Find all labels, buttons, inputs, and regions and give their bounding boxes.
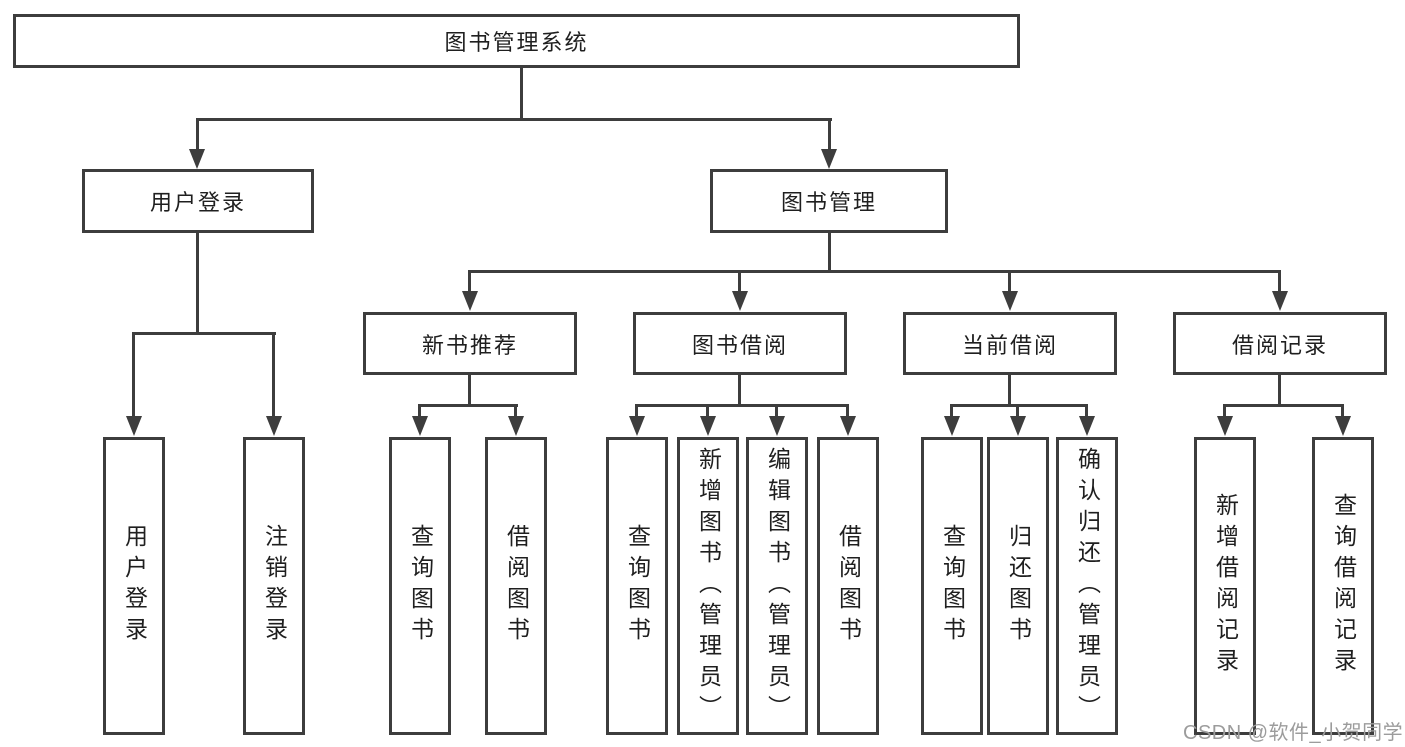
leaf-query-books-borrowing: 查询图书: [606, 437, 668, 735]
connector-user-login-stem: [196, 233, 199, 334]
connector-book-management-stem: [828, 232, 831, 272]
leaf-borrow-books-recommend-label: 借阅图书: [503, 524, 530, 648]
node-borrowing-records: 借阅记录: [1173, 312, 1387, 375]
leaf-add-borrow-record: 新增借阅记录: [1194, 437, 1256, 735]
arrowhead-leaf-logout: [266, 416, 282, 436]
connector-drop-query-record: [1341, 404, 1344, 418]
leaf-query-books-recommend: 查询图书: [389, 437, 451, 735]
leaf-query-books-recommend-label: 查询图书: [407, 524, 434, 648]
connector-borrowing-records-stem: [1278, 375, 1281, 406]
arrowhead-book-borrowing: [732, 291, 748, 311]
node-library-management-system: 图书管理系统: [13, 14, 1020, 68]
leaf-add-borrow-record-label: 新增借阅记录: [1212, 493, 1239, 679]
connector-root-split: [196, 118, 832, 121]
node-user-login: 用户登录: [82, 169, 314, 233]
leaf-query-books-current-label: 查询图书: [939, 524, 966, 648]
connector-drop-edit-books: [775, 404, 778, 418]
node-new-book-recommendation: 新书推荐: [363, 312, 577, 375]
csdn-watermark: CSDN @软件_小贺同学: [1183, 722, 1404, 744]
leaf-borrow-books: 借阅图书: [817, 437, 879, 735]
leaf-query-borrow-record: 查询借阅记录: [1312, 437, 1374, 735]
arrowhead-borrow-books-1: [508, 416, 524, 436]
connector-drop-confirm-return: [1085, 404, 1088, 418]
node-book-borrowing: 图书借阅: [633, 312, 847, 375]
arrowhead-new-book: [462, 291, 478, 311]
connector-new-book-split: [418, 404, 518, 407]
leaf-query-books-current: 查询图书: [921, 437, 983, 735]
arrowhead-edit-books: [769, 416, 785, 436]
connector-new-book-stem: [468, 375, 471, 406]
node-current-borrowing: 当前借阅: [903, 312, 1117, 375]
arrowhead-add-books: [700, 416, 716, 436]
arrowhead-query-books-1: [412, 416, 428, 436]
arrowhead-query-books-2: [629, 416, 645, 436]
arrowhead-add-record: [1217, 416, 1233, 436]
leaf-return-books-label: 归还图书: [1005, 524, 1032, 648]
connector-user-login-split: [132, 332, 276, 335]
connector-root-stem: [520, 68, 523, 119]
leaf-edit-books-admin-label: 编辑图书（管理员）: [764, 446, 791, 726]
leaf-user-login-label: 用户登录: [121, 524, 148, 648]
arrowhead-confirm-return: [1079, 416, 1095, 436]
node-book-management: 图书管理: [710, 169, 948, 233]
connector-drop-query-books-3: [950, 404, 953, 418]
leaf-borrow-books-label: 借阅图书: [835, 524, 862, 648]
arrowhead-borrow-books-2: [840, 416, 856, 436]
connector-borrowing-records-split: [1223, 404, 1344, 407]
connector-drop-book-management: [828, 118, 831, 151]
arrowhead-query-books-3: [944, 416, 960, 436]
leaf-query-books-borrowing-label: 查询图书: [624, 524, 651, 648]
arrowhead-query-record: [1335, 416, 1351, 436]
leaf-user-login: 用户登录: [103, 437, 165, 735]
connector-drop-query-books-2: [635, 404, 638, 418]
connector-drop-new-book: [468, 270, 471, 293]
arrowhead-borrowing-records: [1272, 291, 1288, 311]
connector-drop-borrow-books-2: [846, 404, 849, 418]
arrowhead-book-management: [821, 149, 837, 169]
connector-drop-query-books-1: [418, 404, 421, 418]
arrowhead-leaf-user-login: [126, 416, 142, 436]
connector-drop-current-borrowing: [1008, 270, 1011, 293]
connector-current-borrowing-stem: [1008, 375, 1011, 406]
connector-drop-add-record: [1223, 404, 1226, 418]
leaf-confirm-return-admin: 确认归还（管理员）: [1056, 437, 1118, 735]
arrowhead-return-books: [1010, 416, 1026, 436]
connector-drop-book-borrowing: [738, 270, 741, 293]
connector-drop-return-books: [1016, 404, 1019, 418]
connector-current-borrowing-split: [950, 404, 1088, 407]
connector-book-borrowing-split: [635, 404, 849, 407]
leaf-logout-label: 注销登录: [261, 524, 288, 648]
leaf-add-books-admin-label: 新增图书（管理员）: [695, 446, 722, 726]
arrowhead-current-borrowing: [1002, 291, 1018, 311]
leaf-borrow-books-recommend: 借阅图书: [485, 437, 547, 735]
leaf-return-books: 归还图书: [987, 437, 1049, 735]
leaf-edit-books-admin: 编辑图书（管理员）: [746, 437, 808, 735]
connector-drop-leaf-logout: [272, 332, 275, 418]
leaf-logout: 注销登录: [243, 437, 305, 735]
arrowhead-user-login: [189, 149, 205, 169]
connector-drop-leaf-user-login: [132, 332, 135, 418]
connector-drop-borrow-books-1: [514, 404, 517, 418]
leaf-query-borrow-record-label: 查询借阅记录: [1330, 493, 1357, 679]
connector-drop-borrowing-records: [1278, 270, 1281, 293]
connector-drop-user-login: [196, 118, 199, 151]
connector-book-borrowing-stem: [738, 375, 741, 406]
connector-drop-add-books: [706, 404, 709, 418]
leaf-add-books-admin: 新增图书（管理员）: [677, 437, 739, 735]
leaf-confirm-return-admin-label: 确认归还（管理员）: [1074, 446, 1101, 726]
connector-book-management-split: [468, 270, 1281, 273]
